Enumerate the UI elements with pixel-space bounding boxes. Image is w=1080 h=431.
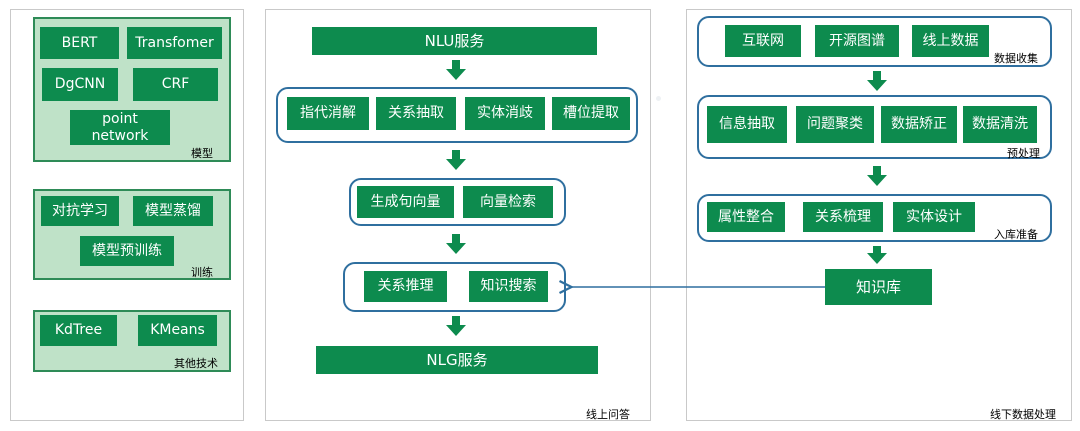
training-adversarial: 对抗学习	[41, 196, 119, 226]
data-correction: 数据矫正	[881, 106, 957, 143]
source-open-graph: 开源图谱	[815, 25, 899, 57]
entity-design: 实体设计	[893, 202, 975, 232]
source-internet: 互联网	[725, 25, 801, 57]
knowledge-base: 知识库	[825, 269, 932, 305]
relation-organization: 关系梳理	[803, 202, 883, 232]
tech-kdtree: KdTree	[40, 315, 117, 346]
slot-extraction: 槽位提取	[552, 97, 630, 130]
information-extraction: 信息抽取	[707, 106, 787, 143]
question-clustering: 问题聚类	[796, 106, 874, 143]
other-tech-label: 其他技术	[174, 357, 218, 370]
offline-processing-label: 线下数据处理	[990, 408, 1056, 421]
knowledge-search: 知识搜索	[469, 271, 548, 302]
model-point-network: point network	[70, 110, 170, 145]
collection-label: 数据收集	[994, 52, 1038, 65]
online-qa-label: 线上问答	[586, 408, 630, 421]
relation-reasoning: 关系推理	[364, 271, 447, 302]
source-online-data: 线上数据	[912, 25, 989, 57]
models-label: 模型	[191, 147, 213, 160]
entity-disambiguation: 实体消歧	[465, 97, 545, 130]
attribute-integration: 属性整合	[707, 202, 785, 232]
model-crf: CRF	[133, 68, 218, 101]
model-dgcnn: DgCNN	[42, 68, 118, 101]
model-transformer: Transfomer	[127, 27, 222, 59]
nlu-service: NLU服务	[312, 27, 597, 55]
training-distillation: 模型蒸馏	[133, 196, 213, 226]
nlg-service: NLG服务	[316, 346, 598, 374]
background-dot	[656, 96, 661, 101]
storage-prep-label: 入库准备	[994, 228, 1038, 241]
vector-retrieval: 向量检索	[463, 186, 553, 218]
relation-extraction: 关系抽取	[376, 97, 456, 130]
sentence-vector-generation: 生成句向量	[357, 186, 454, 218]
model-bert: BERT	[40, 27, 119, 59]
coreference-resolution: 指代消解	[287, 97, 369, 130]
tech-kmeans: KMeans	[138, 315, 217, 346]
training-pretraining: 模型预训练	[80, 236, 174, 266]
data-cleaning: 数据清洗	[963, 106, 1037, 143]
training-label: 训练	[191, 266, 213, 279]
preprocess-label: 预处理	[1007, 147, 1040, 160]
